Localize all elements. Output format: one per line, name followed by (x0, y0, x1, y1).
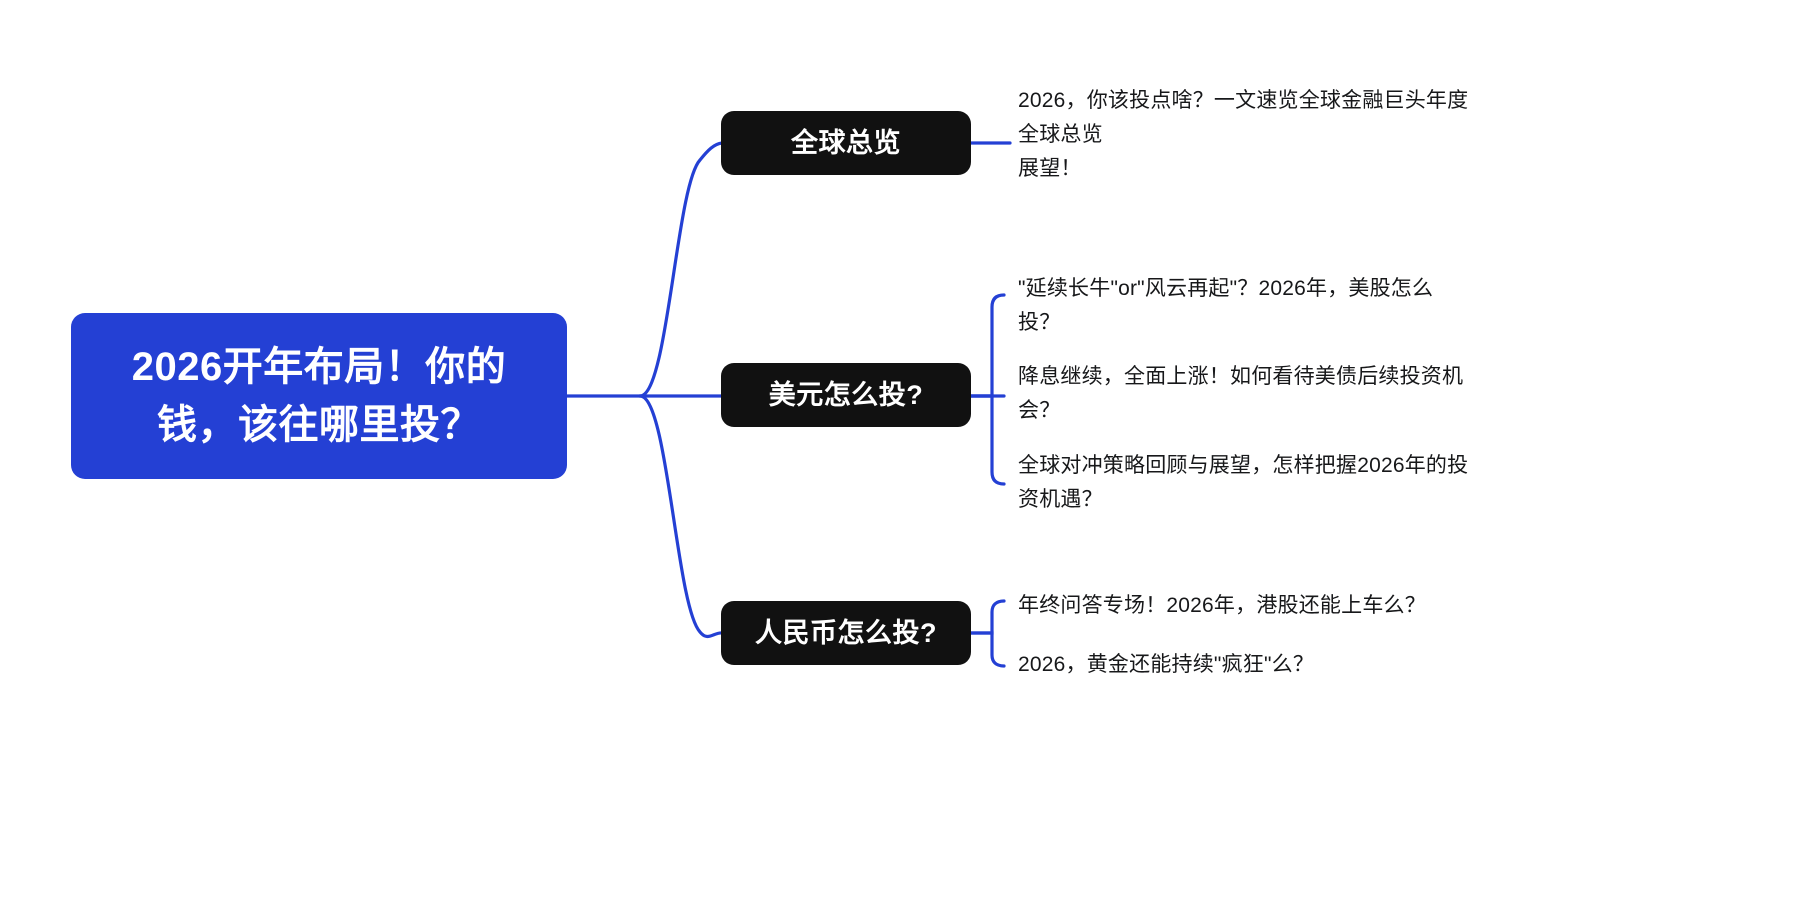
connector-branch-1-leaf-0 (969, 293, 1006, 398)
connector-branch-2-leaf-1 (969, 631, 1006, 668)
branch-node-label: 全球总览 (791, 127, 901, 158)
branch-node-label: 美元怎么投? (768, 379, 924, 410)
leaf-node-text[interactable]: "延续长牛"or"风云再起"？2026年，美股怎么 投？ (1018, 277, 1434, 335)
connector-root-to-branch-2 (638, 394, 724, 639)
branch-node-global-overview[interactable]: 全球总览 (721, 111, 971, 175)
connector-branch-1-leaf-2 (969, 394, 1006, 486)
root-node-label: 2026开年布局！你的 钱，该往哪里投？ (131, 345, 507, 447)
connector-branch-2-leaf-0 (969, 599, 1006, 635)
root-node[interactable]: 2026开年布局！你的 钱，该往哪里投？ (71, 313, 567, 479)
leaf-node-text[interactable]: 2026，黄金还能持续"疯狂"么？ (1018, 653, 1315, 676)
leaf-node-text[interactable]: 2026，你该投点啥？一文速览全球金融巨头年度全球总览 展望！ (1018, 89, 1469, 181)
leaf-node-text[interactable]: 年终问答专场！2026年，港股还能上车么？ (1018, 594, 1426, 617)
leaf-node-text[interactable]: 全球对冲策略回顾与展望，怎样把握2026年的投 资机遇？ (1018, 454, 1469, 512)
branch-node-usd[interactable]: 美元怎么投? (721, 363, 971, 427)
connector-root-to-branch-0 (638, 141, 724, 398)
leaf-node-text[interactable]: 降息继续，全面上涨！如何看待美债后续投资机 会？ (1018, 365, 1464, 423)
branch-node-label: 人民币怎么投? (755, 617, 937, 648)
branch-node-rmb[interactable]: 人民币怎么投? (721, 601, 971, 665)
